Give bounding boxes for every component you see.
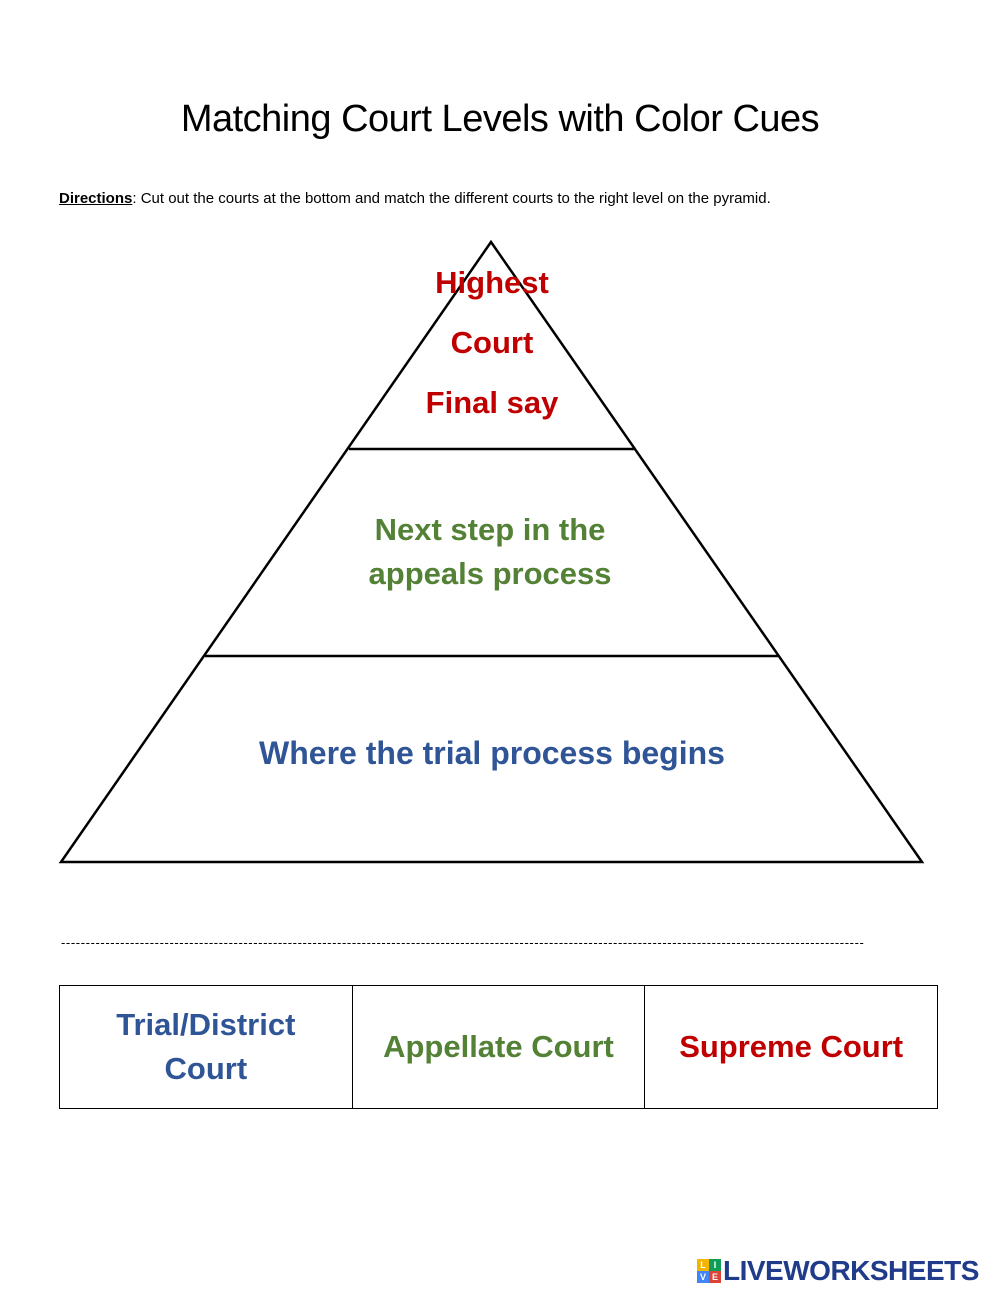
court-cutout-table: Trial/District Court Appellate Court Sup… bbox=[59, 985, 938, 1109]
pyramid-bottom-label: Where the trial process begins bbox=[259, 735, 725, 771]
court-card-trial-district[interactable]: Trial/District Court bbox=[59, 985, 353, 1109]
court-cutout-row: Trial/District Court Appellate Court Sup… bbox=[59, 985, 938, 1109]
pyramid-diagram bbox=[58, 239, 925, 864]
cut-line: ----------------------------------------… bbox=[61, 936, 865, 950]
liveworksheets-logo-icon: L I V E bbox=[697, 1259, 721, 1283]
court-card-appellate[interactable]: Appellate Court bbox=[351, 985, 646, 1109]
court-card-appellate-label: Appellate Court bbox=[383, 1029, 614, 1064]
pyramid-middle-line-1: Next step in the bbox=[374, 512, 606, 547]
pyramid-top-line-3: Final say bbox=[425, 385, 559, 420]
logo-mark-letter-e: E bbox=[709, 1271, 721, 1283]
pyramid-outline bbox=[58, 239, 925, 864]
logo-mark-letter-i: I bbox=[709, 1259, 721, 1271]
pyramid-top-line-1: Highest bbox=[435, 265, 549, 300]
page-title: Matching Court Levels with Color Cues bbox=[180, 98, 820, 140]
directions-text: : Cut out the courts at the bottom and m… bbox=[132, 190, 771, 207]
pyramid-middle-label: Next step in the appeals process bbox=[290, 508, 690, 596]
court-card-supreme[interactable]: Supreme Court bbox=[644, 985, 938, 1109]
logo-mark-letter-l: L bbox=[697, 1259, 709, 1271]
court-card-supreme-label: Supreme Court bbox=[679, 1029, 904, 1064]
directions-label: Directions bbox=[59, 190, 133, 207]
pyramid-top-line-2: Court bbox=[450, 325, 534, 360]
liveworksheets-logo-text: LIVEWORKSHEETS bbox=[723, 1255, 979, 1286]
liveworksheets-logo[interactable]: L I V E LIVEWORKSHEETS bbox=[697, 1255, 979, 1287]
pyramid-middle-line-2: appeals process bbox=[368, 556, 612, 591]
directions: Directions: Cut out the courts at the bo… bbox=[59, 190, 959, 207]
court-card-trial-line-2: Court bbox=[164, 1051, 248, 1086]
court-card-trial-line-1: Trial/District bbox=[116, 1007, 296, 1042]
logo-mark-letter-v: V bbox=[697, 1271, 709, 1283]
